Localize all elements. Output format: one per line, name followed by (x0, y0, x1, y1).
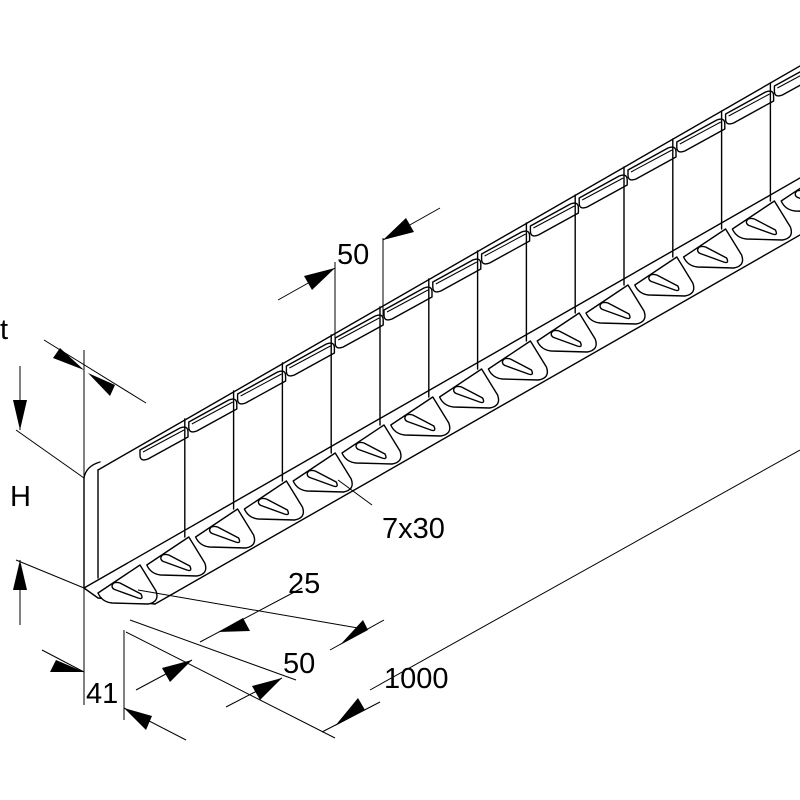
slot (208, 525, 241, 544)
top-tab-fold (581, 177, 624, 201)
dim-25-label: 25 (288, 568, 320, 600)
top-tab (627, 146, 677, 181)
slot (404, 413, 436, 432)
dim-1000-label: 1000 (384, 663, 449, 695)
top-tab-fold (240, 373, 282, 397)
top-tab (285, 342, 336, 377)
bottom-flange (341, 424, 402, 465)
top-tab-fold (777, 75, 800, 89)
top-tab-fold (630, 149, 673, 173)
slot (745, 217, 778, 236)
top-tab (676, 118, 726, 153)
tab-group (97, 71, 800, 605)
bottom-flange (487, 340, 549, 381)
bottom-flange (536, 312, 597, 353)
top-tab-fold (386, 289, 429, 313)
slot (306, 469, 338, 488)
top-tab (529, 202, 580, 237)
top-tab-fold (142, 429, 185, 453)
slot (550, 329, 582, 348)
dimension-1000: 1000 (125, 449, 800, 739)
top-tab (578, 174, 628, 209)
top-tab-fold (679, 121, 722, 145)
top-tab (432, 258, 482, 293)
dimension-25: 25 (137, 568, 385, 651)
slot (696, 245, 729, 264)
dimension-h: H (10, 366, 85, 625)
dimension-50-top: 50 (277, 207, 441, 342)
dim-7x30-label: 7x30 (382, 513, 445, 545)
profile-body (83, 65, 800, 605)
slot (111, 581, 143, 600)
dim-41-label: 41 (86, 678, 118, 710)
top-tab (773, 71, 800, 97)
bottom-flange (243, 480, 305, 521)
top-tab-fold (435, 261, 478, 285)
slot (648, 273, 680, 292)
slot (257, 497, 290, 516)
top-tab (188, 398, 238, 433)
bottom-flange (634, 256, 695, 297)
top-tab-fold (728, 93, 770, 117)
dimension-41: 41 (41, 588, 187, 741)
slot (794, 189, 800, 200)
top-tab (383, 286, 433, 321)
top-tab-fold (337, 317, 380, 341)
bottom-flange (146, 536, 207, 577)
slot (501, 357, 534, 376)
dim-50-top-label: 50 (337, 239, 369, 271)
bottom-flange (438, 368, 500, 409)
slot (355, 441, 387, 460)
top-tab (724, 90, 775, 125)
bottom-flange (97, 564, 158, 605)
dimension-t: t (0, 314, 147, 478)
top-tab-fold (289, 345, 331, 369)
top-tab (334, 314, 384, 349)
bottom-flange (731, 200, 793, 241)
top-tab (139, 426, 189, 461)
dimension-50-bottom: 50 (129, 619, 315, 708)
bottom-flange (292, 452, 353, 493)
dim-50-bottom-label: 50 (283, 648, 315, 680)
top-tab (236, 370, 287, 405)
dim-t-label: t (0, 314, 8, 346)
bottom-flange (585, 284, 646, 325)
bottom-flange (390, 396, 451, 437)
slot (452, 385, 485, 404)
bottom-flange (194, 508, 256, 549)
top-tab-fold (484, 233, 526, 257)
slot (160, 553, 192, 572)
top-tab (480, 230, 531, 265)
leader-7x30: 7x30 (337, 479, 445, 545)
slot (599, 301, 631, 320)
dim-h-label: H (10, 481, 31, 513)
top-tab-fold (191, 401, 234, 425)
bottom-flange (682, 228, 744, 269)
top-tab-fold (533, 205, 575, 229)
